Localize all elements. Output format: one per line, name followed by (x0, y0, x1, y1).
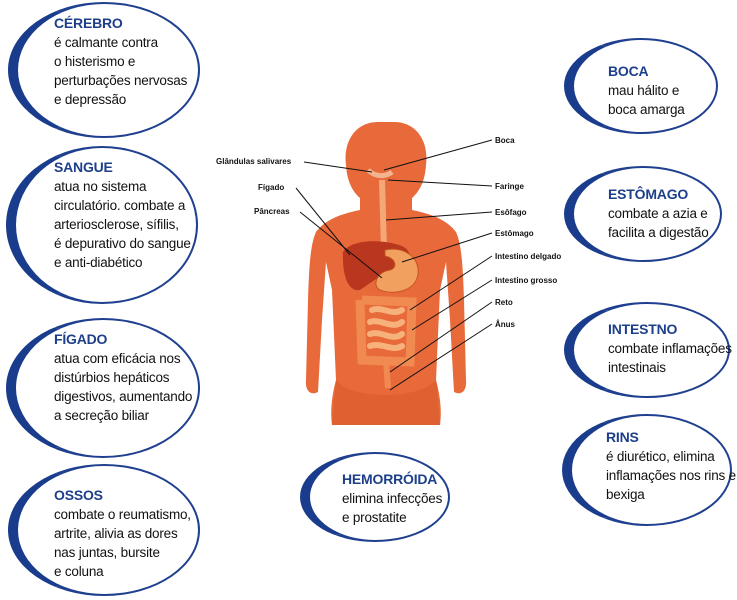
estomago-line: facilita a digestão (608, 225, 709, 240)
estomago-title: ESTÔMAGO (608, 186, 689, 202)
body-shading (332, 380, 440, 425)
figado-title: FÍGADO (54, 331, 108, 347)
figado-line: distúrbios hepáticos (54, 370, 170, 385)
estomago-bubble (564, 166, 722, 262)
sangue-line: atua no sistema (54, 179, 147, 194)
hemorroida-title: HEMORRÓIDA (342, 471, 438, 487)
large-intestine (355, 295, 417, 367)
ossos-text: OSSOS combate o reumatismo, artrite, ali… (54, 486, 191, 581)
rins-line: bexiga (606, 487, 645, 502)
sangue-bubble (6, 146, 198, 304)
intestino-line: combate inflamações (608, 341, 732, 356)
sangue-line: e anti-diabético (54, 255, 143, 270)
label-faringe: Faringe (495, 182, 524, 191)
ossos-line: e coluna (54, 564, 104, 579)
figado-line: digestivos, aumentando (54, 389, 193, 404)
label-glandulas-salivares: Glândulas salivares (216, 157, 292, 166)
esophagus (379, 179, 387, 251)
ossos-title: OSSOS (54, 487, 103, 503)
boca-bubble (564, 38, 718, 134)
sangue-line: arteriosclerose, sífilis, (54, 217, 179, 232)
figado-text: FÍGADO atua com eficácia nos distúrbios … (54, 330, 192, 425)
intestino-text: INTESTNO combate inflamações intestinais (608, 320, 732, 377)
rins-line: é diurético, elimina (606, 449, 715, 464)
label-pancreas: Pâncreas (254, 207, 290, 216)
label-esofago: Esôfago (495, 208, 527, 217)
boca-line: mau hálito e (608, 83, 680, 98)
hemorroida-text: HEMORRÓIDA elimina infecções e prostatit… (342, 470, 442, 527)
cerebro-line: é calmante contra (54, 35, 158, 50)
sangue-line: é depurativo do sangue (54, 236, 191, 251)
rins-title: RINS (606, 429, 639, 445)
ossos-line: artrite, alivia as dores (54, 526, 178, 541)
cerebro-text: CÉREBRO é calmante contra o histerismo e… (54, 14, 187, 109)
hemorroida-line: elimina infecções (342, 491, 443, 506)
label-figado: Fígado (258, 183, 284, 192)
label-anus: Ânus (495, 320, 516, 329)
hemorroida-bubble (300, 452, 450, 542)
boca-text: BOCA mau hálito e boca amarga (608, 62, 685, 119)
label-reto: Reto (495, 298, 513, 307)
rins-line: inflamações nos rins e (606, 468, 736, 483)
ossos-line: combate o reumatismo, (54, 507, 191, 522)
cerebro-bubble (8, 2, 200, 138)
label-estomago: Estômago (495, 229, 534, 238)
sangue-title: SANGUE (54, 159, 113, 175)
estomago-line: combate a azia e (608, 206, 708, 221)
small-intestine (367, 306, 405, 351)
estomago-text: ESTÔMAGO combate a azia e facilita a dig… (608, 185, 709, 242)
cerebro-title: CÉREBRO (54, 15, 123, 31)
label-intestino-grosso: Intestino grosso (495, 276, 557, 285)
cerebro-line: e depressão (54, 92, 127, 107)
label-boca: Boca (495, 136, 515, 145)
figado-line: atua com eficácia nos (54, 351, 181, 366)
figado-bubble (6, 318, 200, 458)
label-intestino-delgado: Intestino delgado (495, 252, 561, 261)
cerebro-line: perturbações nervosas (54, 73, 188, 88)
boca-line: boca amarga (608, 102, 685, 117)
pointer-lines (295, 139, 493, 391)
intestino-line: intestinais (608, 360, 666, 375)
intestino-title: INTESTNO (608, 321, 678, 337)
figado-line: a secreção biliar (54, 408, 149, 423)
cerebro-line: o histerismo e (54, 54, 136, 69)
sangue-line: circulatório. combate a (54, 198, 186, 213)
ossos-bubble (8, 464, 200, 596)
rectum (383, 361, 391, 389)
intestino-bubble (564, 302, 730, 398)
rins-bubble (562, 414, 732, 526)
ossos-line: nas juntas, bursite (54, 545, 160, 560)
sangue-text: SANGUE atua no sistema circulatório. com… (54, 158, 191, 272)
boca-title: BOCA (608, 63, 649, 79)
rins-text: RINS é diurético, elimina inflamações no… (606, 428, 736, 504)
hemorroida-line: e prostatite (342, 510, 407, 525)
